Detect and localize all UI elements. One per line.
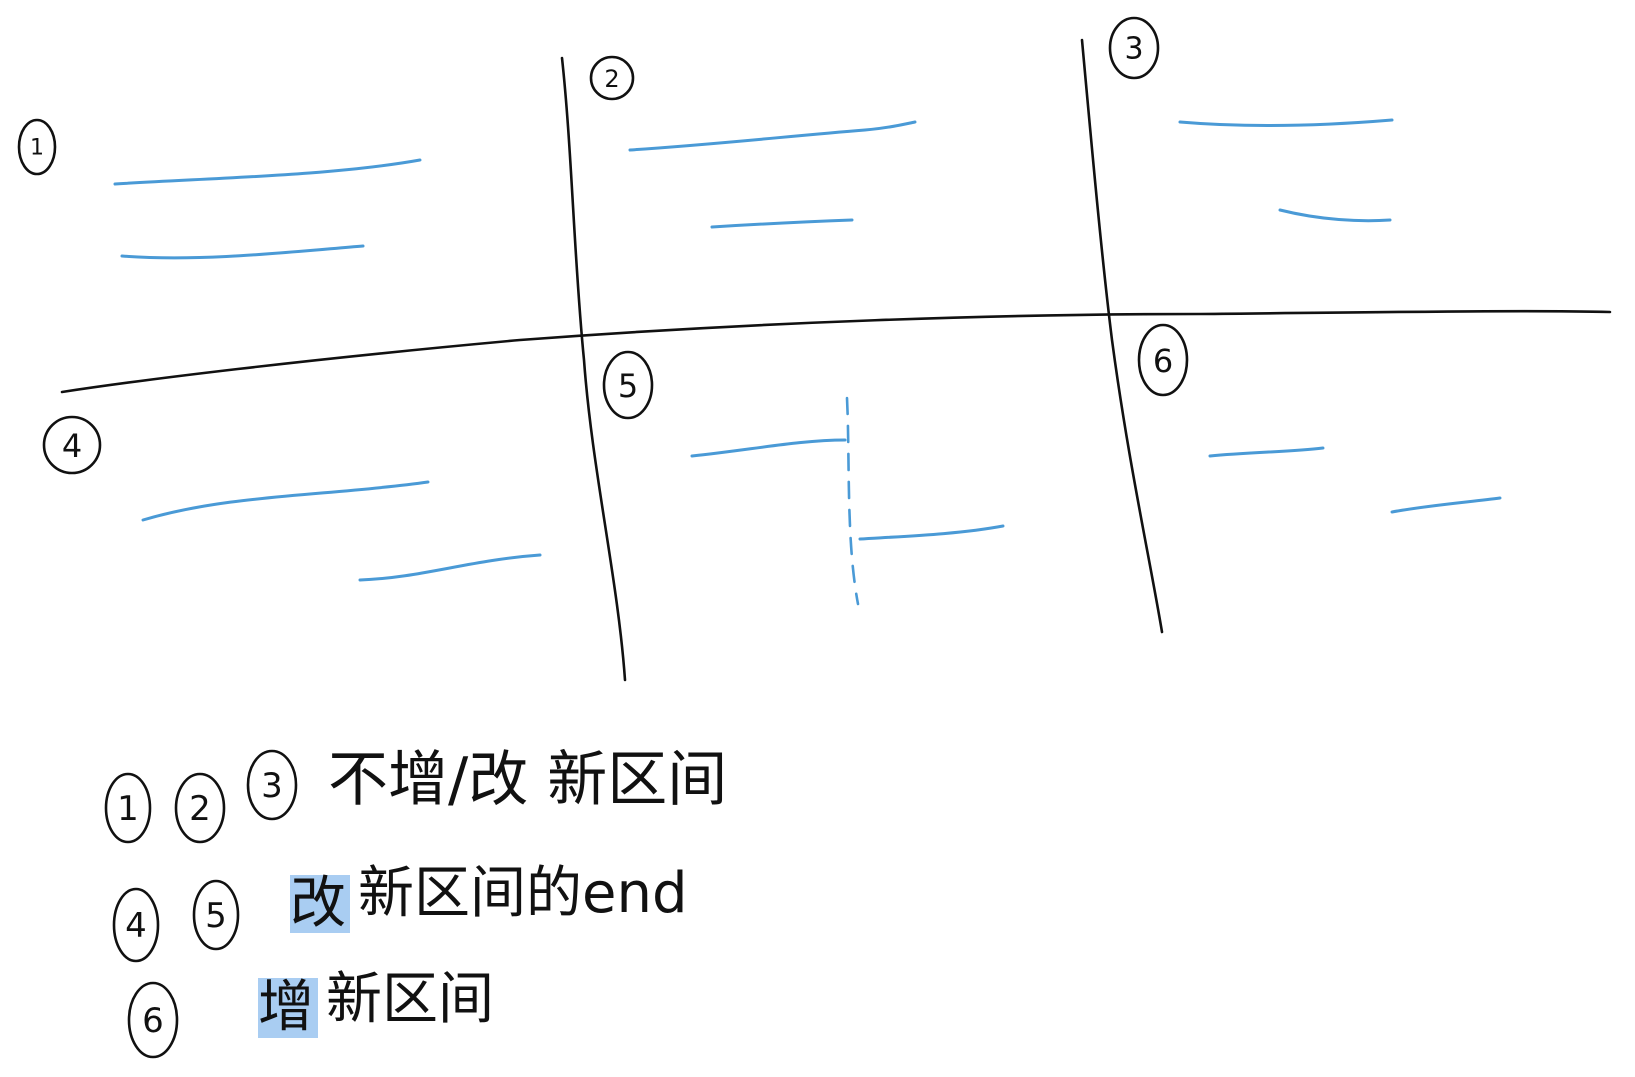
region-marker-label: 3: [1124, 32, 1143, 67]
interval-line: [1390, 496, 1502, 514]
region-marker-5: 5: [602, 350, 654, 420]
legend-marker: 6: [142, 1001, 164, 1041]
legend-highlight-text: 增: [258, 975, 314, 1040]
region-marker-2: 2: [589, 55, 635, 101]
region-marker-label: 4: [62, 427, 82, 465]
legend-row-3: 6 增 新区间: [127, 967, 494, 1059]
region-marker-1: 1: [17, 118, 57, 176]
highlight-mark: [290, 875, 350, 933]
divider-horizontal: [60, 309, 1612, 394]
legend-marker: 1: [117, 789, 139, 829]
highlight-mark: [258, 978, 318, 1038]
region-marker-4: 4: [42, 415, 102, 475]
legend-text: 新区间的end: [358, 861, 688, 926]
region-marker-label: 6: [1153, 342, 1173, 380]
legend-text: 新区间: [326, 967, 494, 1032]
divider-vertical-right: [1080, 38, 1164, 634]
region-marker-label: 5: [618, 367, 638, 405]
divider-vertical-left: [560, 56, 627, 682]
region-marker-6: 6: [1137, 323, 1189, 397]
interval-line: [858, 524, 1005, 541]
region-marker-label: 2: [604, 65, 619, 93]
interval-boundary-dashed: [845, 396, 860, 606]
legend-highlight-text: 改: [290, 871, 346, 936]
region-marker-label: 1: [30, 136, 44, 161]
interval-line: [358, 553, 542, 582]
legend-marker: 5: [205, 896, 227, 936]
legend-marker: 2: [189, 789, 211, 829]
interval-line: [1178, 118, 1394, 128]
interval-line: [710, 218, 854, 229]
legend-marker: 3: [261, 766, 283, 806]
legend-row-1: 1 2 3 不增/改 新区间: [104, 745, 727, 844]
interval-line: [1208, 446, 1325, 458]
interval-line: [1278, 208, 1392, 223]
interval-line: [113, 158, 422, 186]
region-marker-3: 3: [1108, 16, 1160, 80]
legend-marker: 4: [125, 906, 147, 946]
interval-line: [120, 244, 365, 260]
legend-text: 不增/改 新区间: [328, 745, 727, 815]
legend-row-2: 4 5 改 新区间的end: [112, 861, 688, 963]
interval-line: [628, 120, 917, 152]
interval-line: [141, 480, 430, 522]
interval-line: [690, 438, 847, 458]
